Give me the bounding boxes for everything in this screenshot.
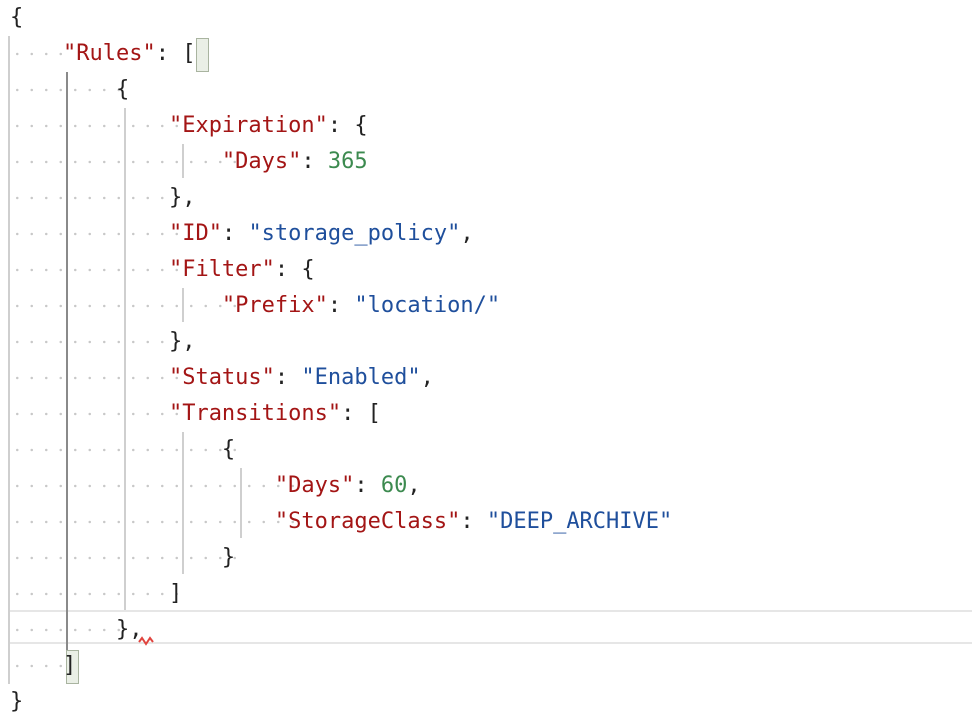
whitespace-dots xyxy=(10,540,242,576)
whitespace-dots xyxy=(10,504,300,540)
code-line-18[interactable]: }, xyxy=(115,617,143,642)
json-string: "location/" xyxy=(354,293,501,318)
code-line-6: }, xyxy=(168,185,196,210)
code-line-2: "Rules": [ xyxy=(62,41,196,66)
code-line-19: ] xyxy=(62,653,77,678)
code-line-5: "Days": 365 xyxy=(221,149,368,174)
code-line-11: "Status": "Enabled", xyxy=(168,365,434,390)
json-key: "Rules" xyxy=(62,41,156,66)
json-string: "Enabled" xyxy=(301,365,421,390)
json-key: "Expiration" xyxy=(168,113,328,138)
code-line-4: "Expiration": { xyxy=(168,113,368,138)
whitespace-dots xyxy=(10,288,242,324)
whitespace-dots xyxy=(10,576,184,612)
json-key: "ID" xyxy=(168,221,222,246)
code-line-14: "Days": 60, xyxy=(274,473,421,498)
current-line-highlight xyxy=(10,610,972,644)
code-line-15: "StorageClass": "DEEP_ARCHIVE" xyxy=(274,509,673,534)
json-key: "Status" xyxy=(168,365,275,390)
code-line-8: "Filter": { xyxy=(168,257,315,282)
json-key: "Prefix" xyxy=(221,293,328,318)
json-number: 60 xyxy=(380,473,408,498)
indent-guide xyxy=(240,468,242,538)
code-line-3: { xyxy=(115,77,130,102)
code-line-16: } xyxy=(221,545,236,570)
whitespace-dots xyxy=(10,648,68,684)
matching-bracket-highlight xyxy=(66,650,79,684)
indent-guide xyxy=(8,36,10,684)
code-line-10: }, xyxy=(168,329,196,354)
code-line-1: { xyxy=(10,5,24,30)
whitespace-dots xyxy=(10,72,126,108)
indent-guide xyxy=(124,108,126,610)
json-key: "StorageClass" xyxy=(274,509,461,534)
indent-guide xyxy=(182,288,184,322)
json-number: 365 xyxy=(327,149,368,174)
whitespace-dots xyxy=(10,612,126,648)
code-line-9: "Prefix": "location/" xyxy=(221,293,501,318)
error-squiggle-icon[interactable] xyxy=(138,636,154,646)
matching-bracket-highlight xyxy=(196,38,209,72)
whitespace-dots xyxy=(10,144,242,180)
whitespace-dots xyxy=(10,108,184,144)
whitespace-dots xyxy=(10,468,300,504)
json-key: "Filter" xyxy=(168,257,275,282)
indent-guide-active xyxy=(66,72,68,682)
code-line-17: ] xyxy=(168,581,183,606)
whitespace-dots xyxy=(10,36,68,72)
indent-guide xyxy=(182,432,184,574)
code-line-7: "ID": "storage_policy", xyxy=(168,221,474,246)
whitespace-dots xyxy=(10,324,184,360)
code-line-20: } xyxy=(10,689,24,714)
whitespace-dots xyxy=(10,432,242,468)
whitespace-dots xyxy=(10,216,184,252)
indent-guide xyxy=(182,144,184,178)
json-string: "storage_policy" xyxy=(248,221,461,246)
json-string: "DEEP_ARCHIVE" xyxy=(486,509,673,534)
whitespace-dots xyxy=(10,360,184,396)
json-key: "Days" xyxy=(274,473,355,498)
whitespace-dots xyxy=(10,180,184,216)
json-key: "Days" xyxy=(221,149,302,174)
whitespace-dots xyxy=(10,396,184,432)
json-key: "Transitions" xyxy=(168,401,342,426)
code-line-12: "Transitions": [ xyxy=(168,401,381,426)
code-line-13: { xyxy=(221,437,236,462)
whitespace-dots xyxy=(10,252,184,288)
